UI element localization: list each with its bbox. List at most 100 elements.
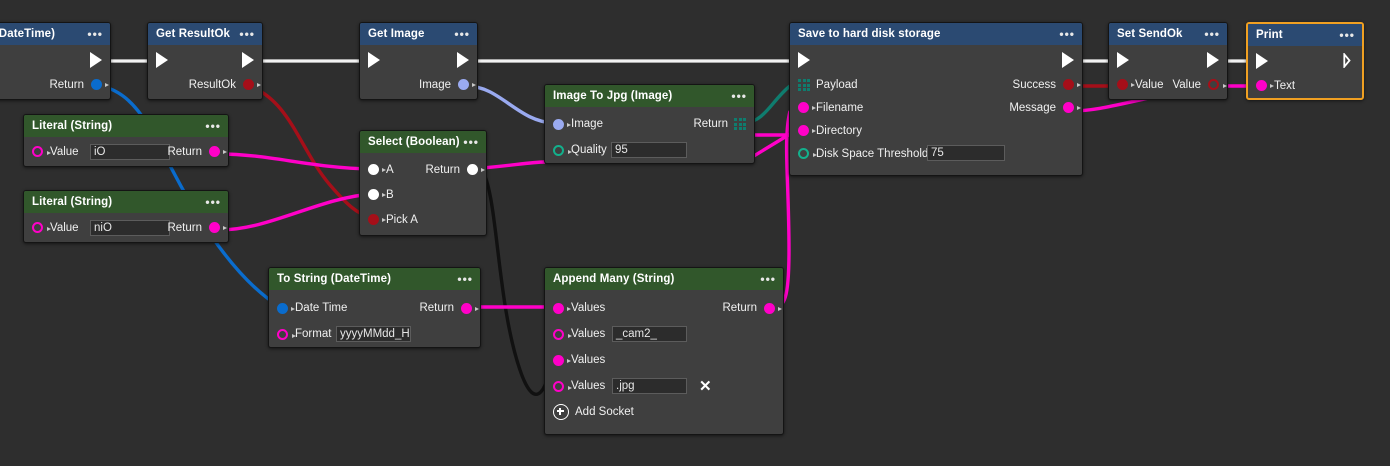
input-pin-string-values-4[interactable] — [553, 380, 572, 392]
node-print[interactable]: Print ••• Text — [1246, 22, 1364, 100]
input-pin-string-filename[interactable] — [798, 102, 816, 113]
node-save-to-hard-disk-storage[interactable]: Save to hard disk storage ••• Payload Su… — [789, 22, 1083, 176]
input-pin-string-values-3[interactable] — [553, 354, 571, 366]
node-menu-icon[interactable]: ••• — [760, 272, 776, 286]
output-label-return: Return — [722, 302, 757, 314]
input-pin-wildcard-a[interactable] — [368, 164, 386, 175]
exec-out-icon[interactable] — [242, 52, 254, 68]
input-pin-string-text[interactable] — [1256, 80, 1274, 91]
node-header[interactable]: Set SendOk ••• — [1109, 23, 1227, 45]
input-field-quality[interactable]: 95 — [611, 142, 687, 158]
node-menu-icon[interactable]: ••• — [1059, 27, 1075, 41]
input-pin-boolean-value[interactable] — [1117, 79, 1135, 90]
node-header[interactable]: Select (Boolean) ••• — [360, 131, 486, 153]
node-to-string-datetime[interactable]: To String (DateTime) ••• Date Time Retur… — [268, 267, 481, 348]
input-pin-string-directory[interactable] — [798, 125, 816, 136]
node-get-image[interactable]: Get Image ••• Image — [359, 22, 478, 100]
output-pin-string-message[interactable] — [1063, 102, 1081, 113]
node-now-datetime[interactable]: Now (DateTime) ••• Return — [0, 22, 111, 100]
input-pin-wildcard-b[interactable] — [368, 189, 386, 200]
exec-in-icon[interactable] — [156, 52, 168, 68]
node-title: Literal (String) — [32, 196, 113, 208]
node-header[interactable]: Get ResultOk ••• — [148, 23, 262, 45]
node-header[interactable]: Now (DateTime) ••• — [0, 23, 110, 45]
input-pin-number-disk-space-threshold[interactable] — [798, 148, 817, 159]
output-pin-boolean-success[interactable] — [1063, 79, 1081, 90]
exec-in-icon[interactable] — [368, 52, 380, 68]
input-pin-string-value[interactable] — [32, 146, 51, 157]
node-header[interactable]: Literal (String) ••• — [24, 115, 228, 137]
node-menu-icon[interactable]: ••• — [1204, 27, 1220, 41]
input-label-disk-space-threshold: Disk Space Threshold — [816, 147, 929, 160]
output-pin-image[interactable] — [458, 79, 476, 90]
exec-out-icon[interactable] — [1343, 53, 1354, 68]
remove-socket-icon[interactable]: ✕ — [699, 378, 712, 395]
input-field-format[interactable]: yyyyMMdd_HH — [336, 326, 411, 342]
input-pin-datetime[interactable] — [277, 302, 295, 314]
output-pin-array-return[interactable] — [734, 118, 746, 130]
exec-in-icon[interactable] — [1256, 53, 1268, 69]
node-menu-icon[interactable]: ••• — [205, 119, 221, 133]
output-pin-string-return[interactable] — [209, 146, 227, 157]
input-field-disk-space-threshold[interactable]: 75 — [927, 145, 1005, 161]
node-menu-icon[interactable]: ••• — [463, 135, 479, 149]
node-literal-string-2[interactable]: Literal (String) ••• Value niO Return — [23, 190, 229, 243]
node-title: Save to hard disk storage — [798, 28, 941, 40]
output-pin-wildcard-return[interactable] — [467, 164, 485, 175]
node-get-resultok[interactable]: Get ResultOk ••• ResultOk — [147, 22, 263, 100]
node-menu-icon[interactable]: ••• — [1339, 28, 1355, 42]
node-menu-icon[interactable]: ••• — [454, 27, 470, 41]
node-menu-icon[interactable]: ••• — [731, 89, 747, 103]
node-menu-icon[interactable]: ••• — [457, 272, 473, 286]
output-pin-string-return[interactable] — [209, 222, 227, 233]
input-pin-string-format[interactable] — [277, 328, 296, 340]
node-menu-icon[interactable]: ••• — [239, 27, 255, 41]
input-pin-string-values-2[interactable] — [553, 328, 572, 340]
exec-in-icon[interactable] — [1117, 52, 1129, 68]
output-pin-string-return[interactable] — [461, 302, 479, 314]
node-image-to-jpg[interactable]: Image To Jpg (Image) ••• Image Return Qu… — [544, 84, 755, 164]
node-header[interactable]: Literal (String) ••• — [24, 191, 228, 213]
input-field-value[interactable]: iO — [90, 144, 170, 160]
exec-out-icon[interactable] — [1062, 52, 1074, 68]
node-header[interactable]: To String (DateTime) ••• — [269, 268, 480, 290]
node-title: Get ResultOk — [156, 28, 231, 40]
output-row-image: Image — [360, 73, 477, 96]
exec-out-icon[interactable] — [457, 52, 469, 68]
node-header[interactable]: Image To Jpg (Image) ••• — [545, 85, 754, 107]
output-pin-boolean-value[interactable] — [1208, 79, 1227, 90]
node-select-boolean[interactable]: Select (Boolean) ••• A Return B Pick A — [359, 130, 487, 236]
input-field-values-4[interactable]: .jpg — [612, 378, 687, 394]
add-socket-button[interactable]: Add Socket — [545, 399, 783, 425]
node-header[interactable]: Save to hard disk storage ••• — [790, 23, 1082, 45]
exec-out-icon[interactable] — [1207, 52, 1219, 68]
node-menu-icon[interactable]: ••• — [87, 27, 103, 41]
output-pin-boolean[interactable] — [243, 79, 261, 90]
exec-row — [1109, 45, 1227, 73]
input-pin-number-quality[interactable] — [553, 144, 572, 156]
input-pin-array-payload[interactable] — [798, 79, 810, 91]
input-pin-string-value[interactable] — [32, 222, 51, 233]
row-image-return: Image Return — [545, 111, 754, 137]
input-field-value[interactable]: niO — [90, 220, 170, 236]
input-pin-image[interactable] — [553, 118, 571, 130]
exec-in-icon[interactable] — [798, 52, 810, 68]
input-field-values-2[interactable]: _cam2_ — [612, 326, 687, 342]
node-header[interactable]: Print ••• — [1248, 24, 1362, 46]
input-pin-boolean-pick-a[interactable] — [368, 214, 386, 225]
output-pin-string-return[interactable] — [764, 302, 782, 314]
node-set-sendok[interactable]: Set SendOk ••• Value Value — [1108, 22, 1228, 100]
output-row-resultok: ResultOk — [148, 73, 262, 96]
exec-out-icon[interactable] — [90, 52, 102, 68]
row-a-return: A Return — [360, 157, 486, 182]
node-append-many-string[interactable]: Append Many (String) ••• Values Return V… — [544, 267, 784, 435]
node-header[interactable]: Append Many (String) ••• — [545, 268, 783, 290]
node-literal-string-1[interactable]: Literal (String) ••• Value iO Return — [23, 114, 229, 167]
node-menu-icon[interactable]: ••• — [205, 195, 221, 209]
row-datetime-return: Date Time Return — [269, 295, 480, 321]
input-label-format: Format — [295, 328, 332, 340]
output-pin-datetime[interactable] — [91, 79, 109, 90]
input-pin-string-values-1[interactable] — [553, 302, 571, 314]
node-header[interactable]: Get Image ••• — [360, 23, 477, 45]
